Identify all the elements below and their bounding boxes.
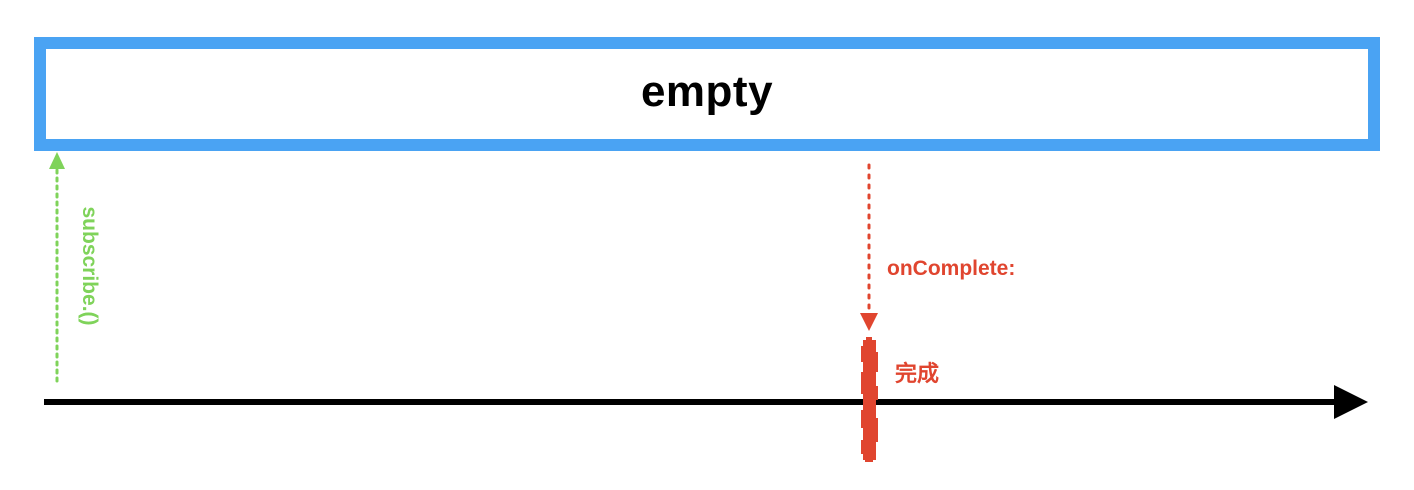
on-complete-label: onComplete: [887, 257, 1016, 280]
subscribe-label: subscribe.() [78, 206, 101, 326]
subscribe-arrow [49, 152, 65, 383]
timeline [44, 385, 1368, 419]
operator-label: empty [640, 67, 774, 116]
subscribe-arrowhead [49, 152, 65, 169]
completion-marker [861, 337, 878, 462]
complete-text: 完成 [895, 362, 940, 387]
on-complete-arrow [860, 163, 878, 331]
operator-box: empty [34, 37, 1380, 151]
on-complete-arrowhead [860, 313, 878, 331]
timeline-arrowhead [1334, 385, 1368, 419]
